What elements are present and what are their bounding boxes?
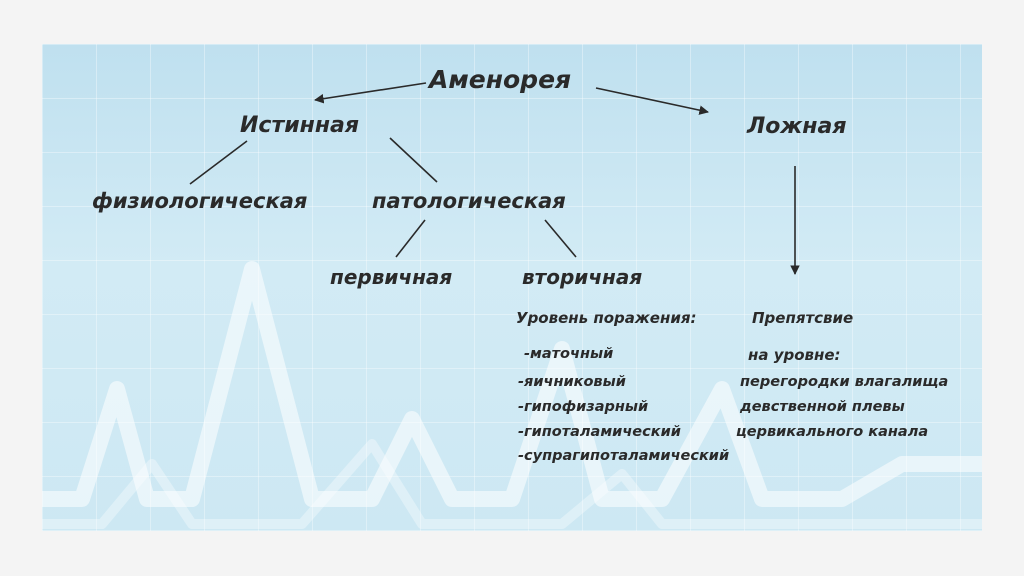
arrow-true-physiological [189, 140, 248, 185]
ecg-wave-decoration [42, 261, 982, 529]
node-secondary: вторичная [522, 265, 643, 289]
root-node-amenorrhea: Аменорея [429, 65, 572, 94]
node-false: Ложная [747, 114, 847, 139]
arrow-pathological-secondary [544, 219, 577, 258]
arrow-pathological-primary [395, 219, 426, 258]
obstruction-item: цервикального канала [736, 424, 929, 440]
lesion-level-heading: Уровень поражения: [516, 309, 697, 327]
node-physiological: физиологическая [92, 189, 308, 213]
node-pathological: патологическая [372, 189, 566, 213]
node-primary: первичная [330, 265, 453, 289]
connector-arrows [189, 82, 800, 275]
obstruction-heading-line2: на уровне: [748, 346, 841, 364]
arrow-root-true [314, 82, 427, 104]
lesion-item: -маточный [524, 346, 614, 362]
node-true: Истинная [240, 113, 359, 138]
slide-background: Аменорея Истинная Ложная физиологическая… [42, 44, 982, 531]
obstruction-item: девственной плевы [740, 399, 905, 415]
lesion-item: -гипоталамический [518, 424, 681, 440]
lesion-item: -яичниковый [518, 374, 626, 390]
lesion-item: -супрагипоталамический [518, 448, 730, 464]
obstruction-item: перегородки влагалища [740, 374, 949, 390]
arrow-true-pathological [389, 137, 438, 183]
arrow-root-false [595, 87, 709, 115]
obstruction-heading: Препятсвие [752, 309, 854, 327]
lesion-item: -гипофизарный [518, 399, 649, 415]
